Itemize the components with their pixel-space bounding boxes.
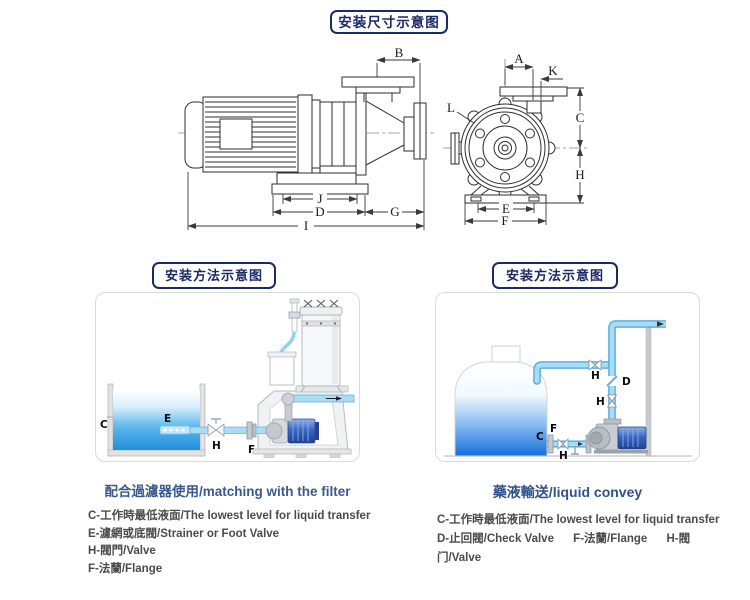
method-title-left-text: 安装方法示意图	[164, 268, 263, 283]
flow-arrow	[657, 321, 664, 327]
pump-unit	[585, 418, 648, 454]
valve-icon	[207, 418, 225, 437]
note-line: C-工作時最低液面/The lowest level for liquid tr…	[437, 514, 720, 526]
note-part: D-止回閥/Check Valve	[437, 533, 554, 545]
dim-label-d: D	[315, 204, 324, 219]
valve-icon	[606, 394, 618, 408]
dim-label-c: C	[576, 110, 585, 125]
note-line: H-閥門/Valve	[88, 545, 156, 557]
filter-panel-notes: C-工作時最低液面/The lowest level for liquid tr…	[88, 508, 370, 578]
discharge-pipe	[526, 100, 542, 114]
dim-label-i: I	[304, 218, 308, 233]
label-lowest-level: C	[536, 431, 544, 443]
dim-label-l: L	[447, 100, 455, 115]
note-part: H-閥门/Valve	[437, 533, 691, 564]
wall-pillar	[645, 322, 652, 457]
strainer	[159, 425, 191, 435]
discharge-flange-side	[341, 76, 415, 88]
convey-installation-drawing: H D H	[444, 320, 692, 460]
note-part: F-法蘭/Flange	[573, 533, 648, 545]
discharge-pipe	[281, 392, 355, 422]
label-valve-bottom: H	[559, 450, 568, 460]
label-valve-top: H	[591, 370, 600, 382]
label-lowest-level: C	[100, 419, 108, 431]
dim-label-f: F	[501, 213, 508, 228]
check-valve-icon	[606, 375, 618, 387]
discharge-flange-front	[499, 86, 568, 97]
motor	[287, 418, 316, 444]
riser-pipe	[608, 320, 666, 423]
dim-label-h: H	[575, 167, 584, 182]
pump-base	[594, 450, 648, 454]
pump-unit	[255, 418, 319, 444]
pump-side-view: B J D G I	[178, 45, 434, 233]
label-flange: F	[248, 444, 255, 456]
bracket	[297, 94, 313, 174]
filter-column	[295, 299, 349, 393]
diffuser-cone	[365, 97, 405, 171]
dim-label-b: B	[395, 45, 404, 60]
label-check-valve: D	[622, 376, 631, 388]
filter-panel-caption: 配合過濾器使用/matching with the filter	[104, 484, 351, 499]
tank-lid	[491, 345, 521, 363]
front-view-dimensions: L A K C H E	[447, 51, 586, 228]
convey-installation-panel: H D H	[435, 292, 700, 462]
dim-label-j: J	[317, 191, 322, 206]
tank-water	[113, 390, 200, 450]
valve-icon	[557, 438, 569, 450]
open-tank	[107, 383, 206, 457]
dim-label-g: G	[390, 204, 399, 219]
storage-tank	[454, 345, 548, 457]
convey-panel-caption: 藥液輸送/liquid convey	[492, 484, 643, 500]
base-pedestal	[276, 166, 357, 184]
cover-bolts	[475, 114, 535, 182]
flange-icon	[547, 434, 554, 454]
dimension-diagram-title: 安装尺寸示意图	[330, 10, 448, 34]
dosing-line	[267, 298, 301, 386]
dim-label-e: E	[502, 201, 510, 216]
note-line: D-止回閥/Check Valve F-法蘭/Flange H-閥门/Valve	[437, 530, 750, 568]
pump-front-view: L A K C H E	[443, 51, 588, 228]
label-valve: H	[212, 440, 221, 452]
dim-label-k: K	[548, 63, 558, 78]
side-view-dimensions: B J D G I	[187, 45, 425, 233]
convey-panel-notes: C-工作時最低液面/The lowest level for liquid tr…	[437, 511, 750, 568]
method-title-right-text: 安装方法示意图	[505, 268, 604, 283]
flow-arrow	[336, 396, 342, 401]
valve-icon	[588, 359, 602, 371]
dimension-diagram-title-text: 安装尺寸示意图	[338, 15, 440, 30]
label-flange: F	[550, 423, 557, 435]
dosing-cup	[269, 354, 295, 386]
flow-arrow	[578, 442, 583, 446]
tank-body	[454, 361, 548, 457]
note-line: C-工作時最低液面/The lowest level for liquid tr…	[88, 510, 371, 522]
pump-casing	[319, 101, 357, 167]
suction-line	[547, 434, 586, 455]
motor	[617, 426, 647, 450]
label-valve-mid: H	[596, 396, 605, 408]
suction-pipe	[189, 426, 211, 434]
installation-dimension-drawing: B J D G I	[178, 45, 588, 233]
label-strainer: E	[164, 413, 171, 425]
note-line: F-法蘭/Flange	[88, 562, 163, 575]
note-line: E-濾網或底閥/Strainer or Foot Valve	[88, 527, 280, 540]
flange-icon	[246, 421, 257, 440]
method-diagram-title-left: 安装方法示意图	[152, 262, 276, 289]
dim-label-a: A	[514, 51, 524, 66]
return-pipe	[533, 359, 613, 385]
pipe-support	[571, 447, 579, 455]
filter-installation-drawing: C E H F	[100, 298, 355, 458]
method-diagram-title-right: 安装方法示意图	[492, 262, 618, 289]
motor-nameplate	[219, 118, 253, 150]
filter-installation-panel: C E H F	[95, 292, 360, 462]
